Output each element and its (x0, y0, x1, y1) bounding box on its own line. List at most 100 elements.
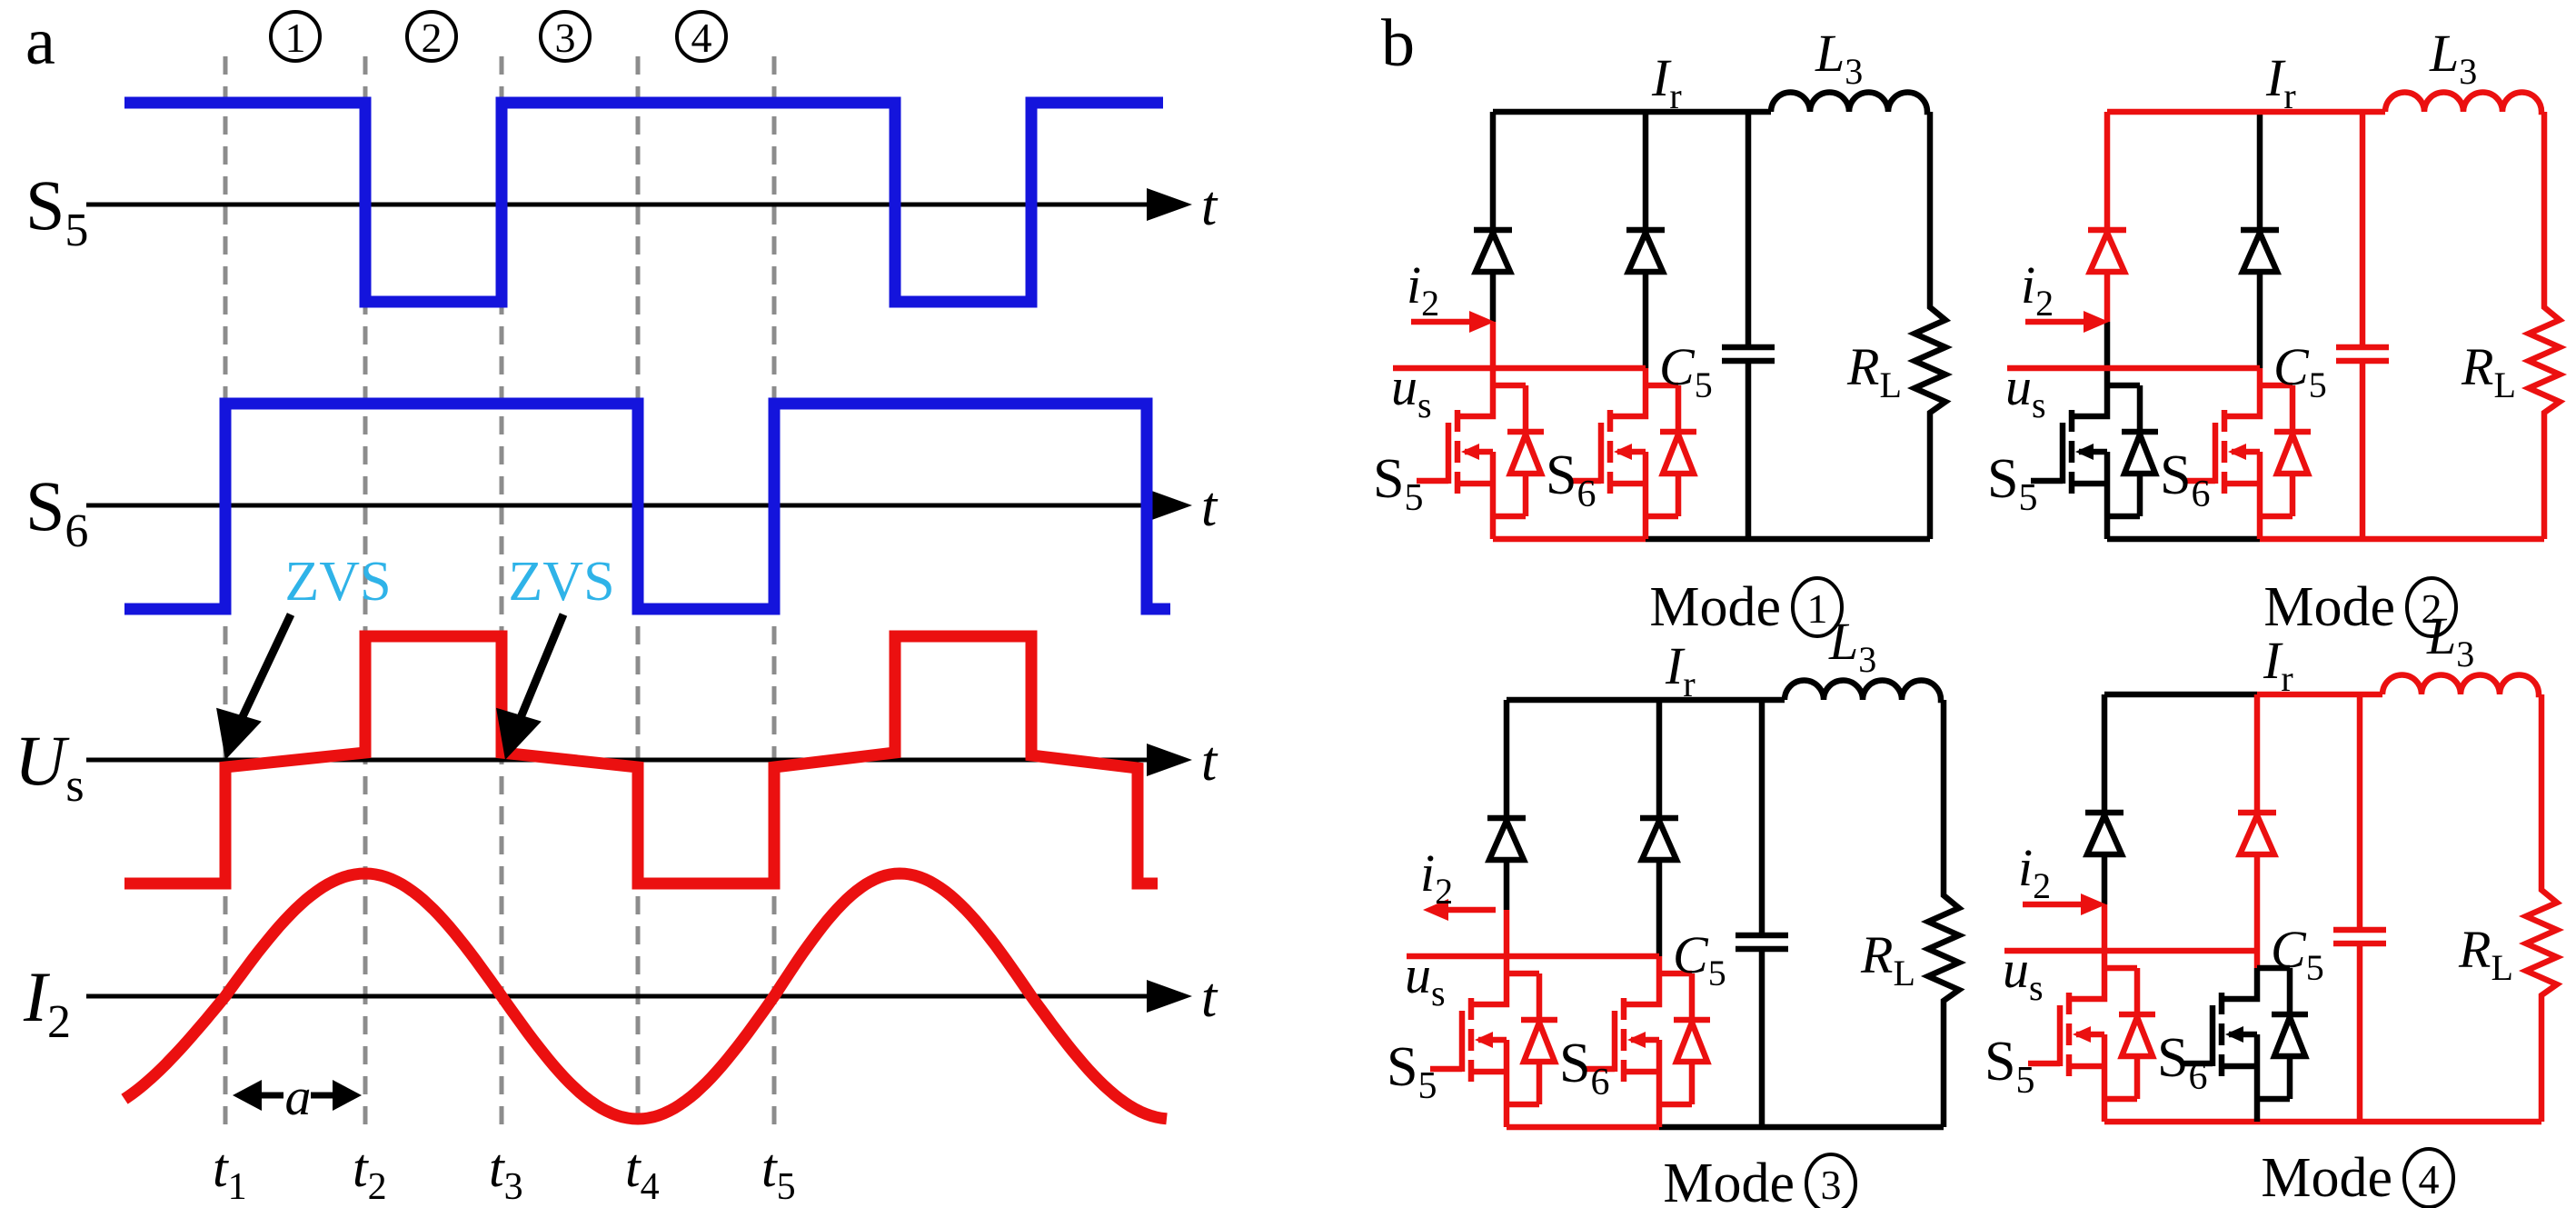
s6-mosfet (1624, 973, 1663, 1008)
s6-mosfet-arrow-icon (2228, 444, 2246, 460)
interval-1-num: 1 (285, 15, 306, 61)
waveform-s6 (124, 397, 1170, 615)
label-rl: RL (1846, 337, 1902, 405)
zvs-annotation-1: ZVS (284, 551, 391, 613)
segment-right (1906, 112, 1954, 539)
interval-4-num: 4 (691, 15, 712, 61)
timing-diagram-panel: a 1 2 3 4 S5 S6 Us I2 t (15, 5, 1218, 1208)
segment-right (2518, 694, 2565, 1122)
label-c5: C5 (1659, 337, 1713, 405)
label-s6: S6 (1546, 444, 1596, 515)
s6-mosfet (1658, 426, 1698, 477)
mode-label: Mode (1663, 1153, 1795, 1208)
label-l3: L3 (1828, 612, 1876, 680)
mode-number-circle-icon (2405, 576, 2458, 638)
label-i2: i2 (1420, 844, 1453, 912)
span-a-label: a (285, 1067, 312, 1126)
zvs-arrowhead-icon (216, 707, 262, 760)
waveform-i2 (121, 867, 1168, 1125)
label-ir: Ir (1651, 48, 1682, 116)
label-rl: RL (2461, 337, 2516, 405)
label-l3: L3 (1815, 24, 1863, 92)
s5-mosfet (1471, 973, 1510, 1008)
axis-arrow-icon (1147, 980, 1192, 1013)
label-s5: S5 (1984, 1031, 2034, 1102)
s5-mosfet-arrow-icon (2075, 444, 2094, 460)
label-rl: RL (2458, 920, 2513, 988)
label-s6: S6 (2157, 1027, 2207, 1098)
time-label-t1: t1 (213, 1138, 247, 1208)
label-s5: S5 (1373, 448, 1423, 519)
label-ir: Ir (1665, 636, 1696, 704)
signal-label-us: Us (15, 721, 85, 812)
panel-a-label: a (25, 5, 55, 79)
segment-l3 (2382, 89, 2545, 115)
s5-mosfet (2069, 968, 2108, 1003)
us-axis-t: t (1201, 731, 1218, 793)
interval-2-num: 2 (422, 15, 443, 61)
s6-mosfet-arrow-icon (1627, 1032, 1646, 1048)
mode-label: Mode (2263, 576, 2395, 638)
interval-marker-2-icon: 2 (405, 10, 458, 63)
waveforms (121, 96, 1170, 1125)
span-a-annotation: a (233, 1067, 362, 1126)
segment-lb_up (1471, 225, 1515, 275)
s6-mosfet (2224, 385, 2263, 420)
label-i2: i2 (1407, 255, 1439, 324)
label-c5: C5 (1673, 925, 1726, 993)
label-us: us (1391, 357, 1432, 425)
segment-b2_up (2238, 225, 2282, 275)
s5-axis-t: t (1201, 175, 1218, 237)
s5-mosfet (1457, 385, 1497, 420)
axis-arrow-icon (1147, 489, 1192, 522)
label-us: us (1405, 945, 1446, 1013)
label-s6: S6 (2160, 444, 2210, 515)
label-c5: C5 (2273, 337, 2327, 405)
signal-label-i2: I2 (23, 957, 71, 1048)
label-s6: S6 (1559, 1033, 1609, 1103)
interval-marker-3-icon: 3 (539, 10, 592, 63)
s5-mosfet-arrow-icon (1475, 1032, 1493, 1048)
time-label-t5: t5 (761, 1138, 796, 1208)
zvs-arrowhead-icon (496, 707, 542, 760)
segment-right (1920, 700, 1967, 1127)
panel-b-label: b (1381, 6, 1415, 81)
i2-arrowhead-icon (1469, 311, 1495, 333)
span-left-arrow-icon (233, 1080, 262, 1111)
label-rl: RL (1860, 925, 1915, 993)
mode-number-circle-icon (2402, 1147, 2455, 1208)
segment-b2_up (2235, 807, 2279, 858)
time-label-t4: t4 (625, 1138, 660, 1208)
segment-b2_up (1637, 813, 1681, 864)
segment-right (2521, 112, 2568, 539)
label-s5: S5 (1987, 448, 2037, 519)
segment-lb_up (1485, 813, 1528, 864)
s6-mosfet (2270, 1009, 2310, 1060)
label-l3: L3 (2426, 606, 2474, 674)
span-right-arrow-icon (333, 1080, 362, 1111)
s5-mosfet (1519, 1014, 1559, 1065)
i2-time-axis: t (86, 967, 1218, 1029)
mode-number-circle-icon (1805, 1153, 1857, 1208)
s5-mosfet (2117, 1009, 2157, 1060)
interval-marker-4-icon: 4 (675, 10, 728, 63)
s5-mosfet (1506, 426, 1546, 477)
s6-mosfet (2222, 968, 2261, 1003)
label-us: us (2003, 940, 2044, 1008)
label-l3: L3 (2429, 24, 2477, 92)
s5-mosfet (2120, 426, 2160, 477)
label-i2: i2 (2021, 255, 2054, 324)
s6-time-axis: t (86, 476, 1218, 538)
segment-b2_up (1624, 225, 1667, 275)
label-us: us (2005, 357, 2046, 425)
mode-number: 1 (1807, 585, 1828, 632)
waveform-s5 (124, 96, 1163, 308)
signal-label-s5: S5 (25, 165, 88, 256)
